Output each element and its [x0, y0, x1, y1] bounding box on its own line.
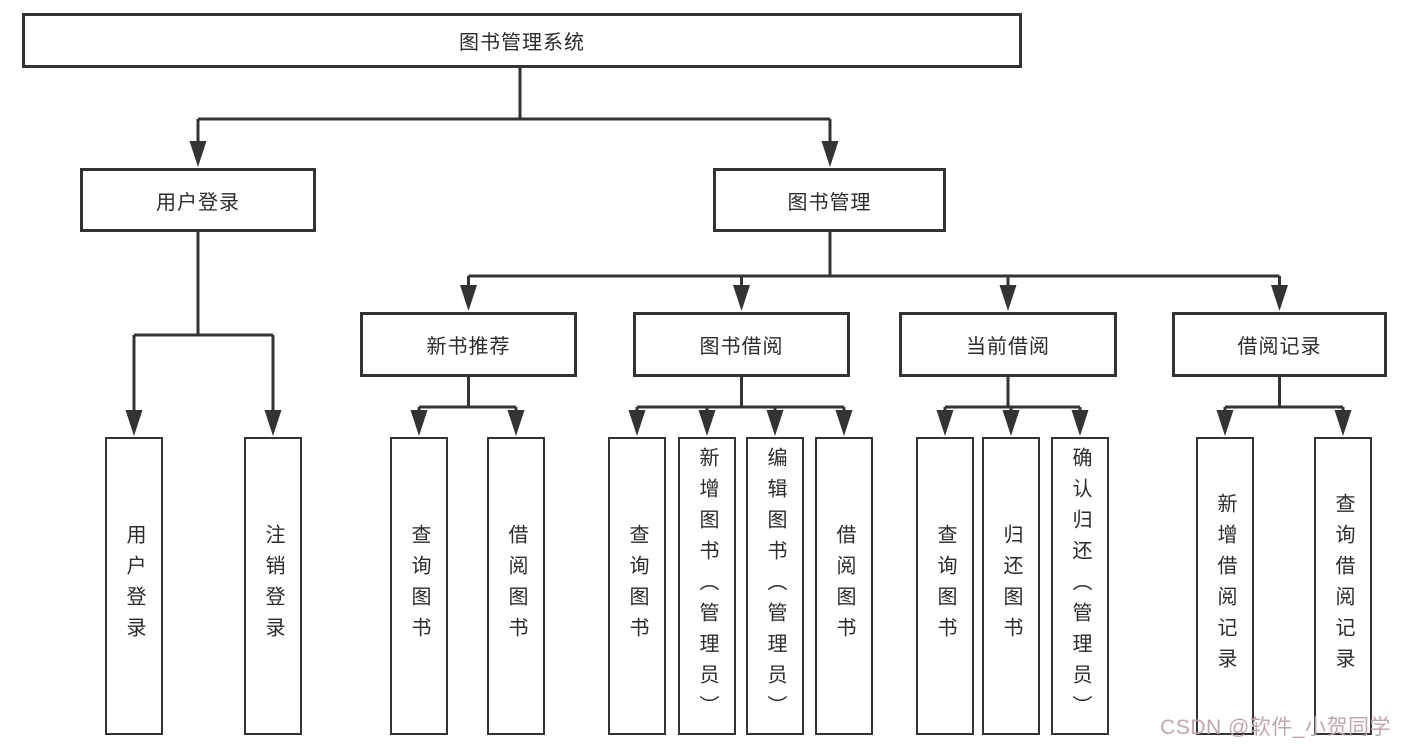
node-leaf-borrow-book-1: 借阅图书 [487, 437, 545, 735]
node-current-borrow: 当前借阅 [899, 312, 1117, 377]
node-borrow-record: 借阅记录 [1172, 312, 1387, 377]
node-label: 图书借阅 [699, 336, 784, 358]
node-label: 借阅图书 [505, 524, 527, 648]
node-label: 图书管理系统 [459, 32, 585, 54]
node-leaf-user-login: 用户登录 [105, 437, 163, 735]
node-leaf-query-borrow-record: 查询借阅记录 [1314, 437, 1372, 735]
node-user-login: 用户登录 [80, 168, 316, 232]
node-leaf-edit-book-admin: 编辑图书（管理员） [746, 437, 804, 735]
arrow-down-icon [999, 285, 1017, 311]
node-label: 编辑图书（管理员） [764, 446, 786, 726]
arrow-down-icon [698, 410, 716, 436]
arrow-down-icon [1071, 410, 1089, 436]
connector-borrow-record-children [1223, 377, 1345, 416]
node-label: 归还图书 [1000, 524, 1022, 648]
node-leaf-add-book-admin: 新增图书（管理员） [678, 437, 736, 735]
arrow-down-icon [410, 410, 428, 436]
arrow-down-icon [125, 410, 143, 436]
node-leaf-borrow-book-2: 借阅图书 [815, 437, 873, 735]
node-label: 借阅图书 [833, 524, 855, 648]
node-leaf-query-book-1: 查询图书 [390, 437, 448, 735]
node-root-system: 图书管理系统 [22, 13, 1022, 68]
node-leaf-add-borrow-record: 新增借阅记录 [1196, 437, 1254, 735]
node-label: 查询图书 [934, 524, 956, 648]
node-leaf-confirm-return-admin: 确认归还（管理员） [1051, 437, 1109, 735]
node-label: 查询图书 [408, 524, 430, 648]
arrow-down-icon [264, 410, 282, 436]
arrow-down-icon [507, 410, 525, 436]
node-new-book-recommend: 新书推荐 [360, 312, 577, 377]
arrow-down-icon [628, 410, 646, 436]
node-label: 新增图书（管理员） [696, 446, 718, 726]
node-label: 当前借阅 [966, 336, 1050, 358]
connector-user-login-children [132, 232, 275, 416]
node-leaf-logout: 注销登录 [244, 437, 302, 735]
arrow-down-icon [1271, 285, 1288, 311]
connector-root-to-level2 [196, 68, 832, 147]
node-label: 查询借阅记录 [1332, 493, 1354, 679]
node-label: 借阅记录 [1237, 336, 1322, 358]
node-label: 查询图书 [626, 524, 648, 648]
node-label: 新书推荐 [426, 336, 511, 358]
arrow-down-icon [821, 141, 839, 167]
node-leaf-query-book-2: 查询图书 [608, 437, 666, 735]
node-label: 用户登录 [123, 524, 145, 648]
arrow-down-icon [1334, 410, 1352, 436]
csdn-watermark: CSDN @软件_小贺同学 [1160, 716, 1391, 739]
connector-new-book-children [417, 377, 518, 416]
connector-book-mgmt-children [467, 232, 1281, 291]
arrow-down-icon [189, 141, 207, 167]
arrow-down-icon [733, 285, 750, 311]
node-label: 用户登录 [156, 191, 240, 214]
arrow-down-icon [1002, 410, 1020, 436]
arrow-down-icon [835, 410, 853, 436]
arrow-down-icon [460, 285, 477, 311]
arrow-down-icon [766, 410, 784, 436]
arrow-down-icon [1216, 410, 1234, 436]
node-leaf-query-book-3: 查询图书 [916, 437, 974, 735]
node-leaf-return-book: 归还图书 [982, 437, 1040, 735]
arrow-down-icon [936, 410, 954, 436]
connector-book-borrow-children [635, 377, 846, 416]
node-label: 确认归还（管理员） [1069, 446, 1091, 726]
node-book-borrow: 图书借阅 [633, 312, 850, 377]
node-label: 新增借阅记录 [1214, 493, 1236, 679]
node-label: 图书管理 [787, 191, 872, 214]
node-book-management: 图书管理 [713, 168, 946, 232]
node-label: 注销登录 [262, 524, 284, 648]
